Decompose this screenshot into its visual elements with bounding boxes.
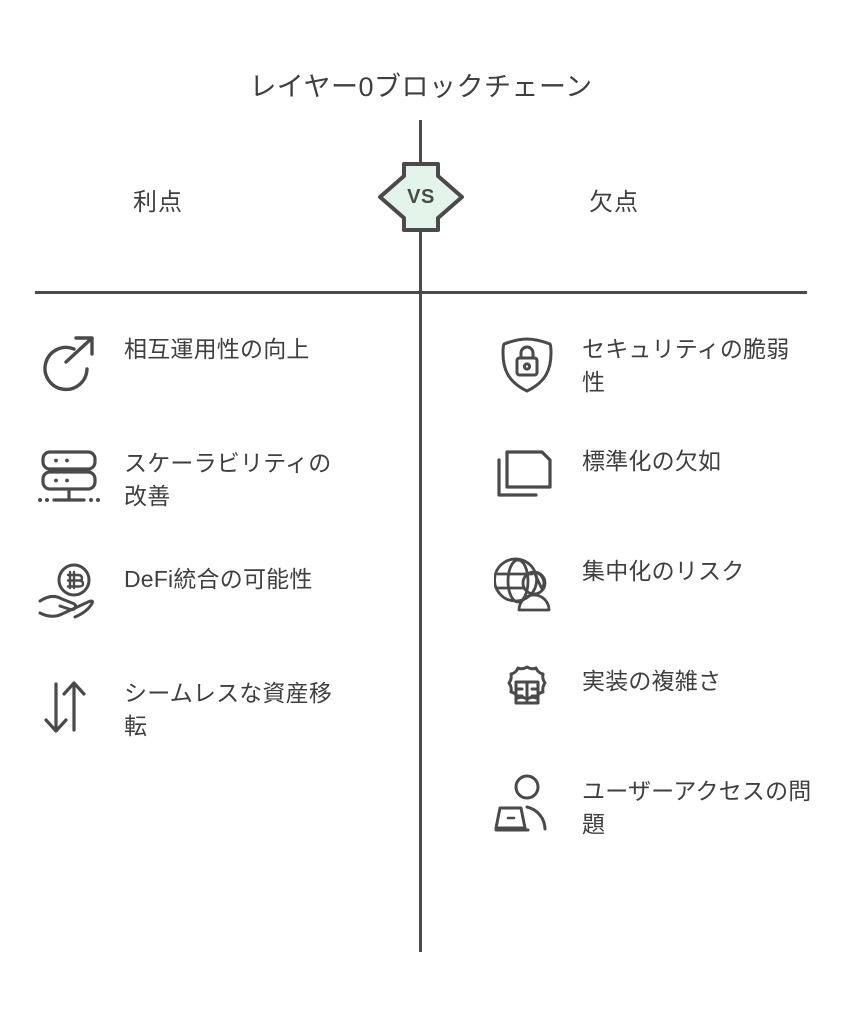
advantages-list: 相互運用性の向上 スケーラビ bbox=[32, 330, 392, 791]
list-item-label: 標準化の欠如 bbox=[582, 448, 722, 475]
list-item: スケーラビリティの改善 bbox=[32, 444, 392, 512]
list-item-label: 集中化のリスク bbox=[582, 558, 745, 585]
arrow-circle-out-icon bbox=[32, 330, 106, 396]
server-stack-icon bbox=[32, 444, 106, 510]
vs-badge: VS bbox=[374, 158, 468, 236]
vs-badge-label: VS bbox=[407, 185, 435, 208]
list-item-label: 実装の複雑さ bbox=[582, 668, 722, 695]
list-item-label: DeFi統合の可能性 bbox=[124, 566, 313, 593]
right-column-heading: 欠点 bbox=[589, 189, 639, 216]
list-item-label: シームレスな資産移転 bbox=[124, 680, 333, 739]
page-title: レイヤー0ブロックチェーン bbox=[249, 72, 593, 102]
horizontal-divider bbox=[35, 291, 807, 294]
list-item-label: ユーザーアクセスの問題 bbox=[582, 778, 812, 837]
left-column-heading: 利点 bbox=[133, 189, 183, 216]
disadvantages-list: セキュリティの脆弱性 標準化の欠如 bbox=[490, 330, 842, 885]
gear-building-icon bbox=[490, 662, 564, 728]
list-item: 集中化のリスク bbox=[490, 552, 842, 618]
shield-lock-icon bbox=[490, 330, 564, 396]
stacked-cards-icon bbox=[490, 442, 564, 508]
list-item: 相互運用性の向上 bbox=[32, 330, 392, 396]
list-item: 実装の複雑さ bbox=[490, 662, 842, 728]
list-item-label: セキュリティの脆弱性 bbox=[582, 336, 790, 395]
vertical-divider bbox=[419, 120, 422, 952]
up-down-arrows-icon bbox=[32, 674, 106, 740]
list-item: 標準化の欠如 bbox=[490, 442, 842, 508]
list-item: DeFi統合の可能性 bbox=[32, 560, 392, 626]
globe-person-icon bbox=[490, 552, 564, 618]
hand-bitcoin-icon bbox=[32, 560, 106, 626]
person-laptop-icon bbox=[490, 772, 564, 838]
list-item: セキュリティの脆弱性 bbox=[490, 330, 842, 398]
list-item: シームレスな資産移転 bbox=[32, 674, 392, 742]
list-item: ユーザーアクセスの問題 bbox=[490, 772, 842, 840]
list-item-label: スケーラビリティの改善 bbox=[124, 450, 332, 509]
list-item-label: 相互運用性の向上 bbox=[124, 336, 310, 362]
